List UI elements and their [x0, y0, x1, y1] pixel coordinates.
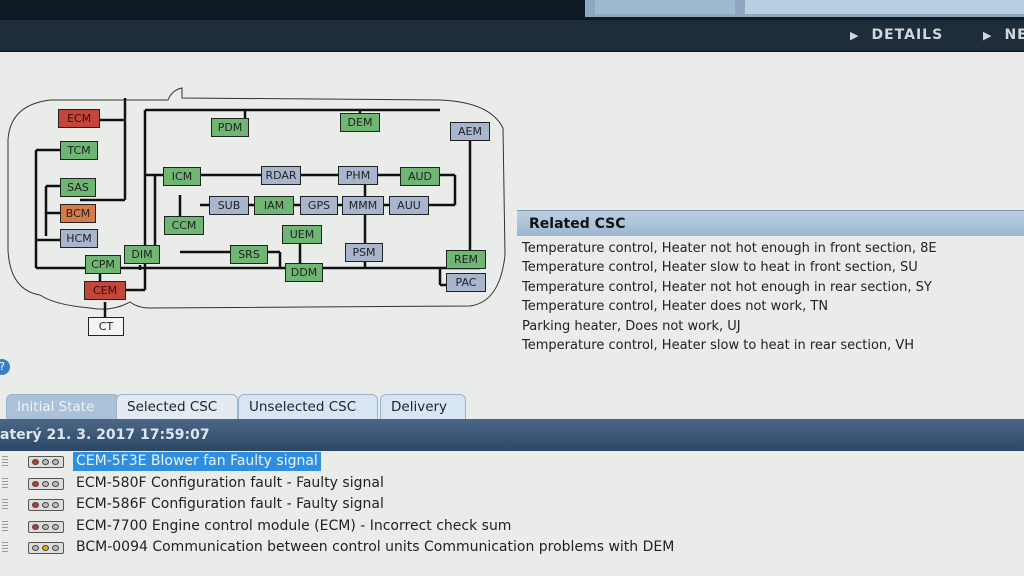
module-icm[interactable]: ICM — [163, 167, 201, 186]
module-uem[interactable]: UEM — [282, 225, 322, 244]
chevron-right-icon: ▶ — [983, 29, 993, 42]
fault-text: ECM-7700 Engine control module (ECM) - I… — [76, 517, 512, 534]
module-srs[interactable]: SRS — [230, 245, 268, 264]
tab-initial-state[interactable]: Initial State — [6, 394, 120, 419]
traffic-light-icon — [28, 499, 64, 511]
vehicle-network-diagram: ECM TCM SAS BCM HCM CPM CEM CT PDM DEM A… — [0, 80, 520, 360]
nav-details-label: DETAILS — [871, 27, 944, 43]
module-sub[interactable]: SUB — [209, 196, 249, 215]
related-csc-item[interactable]: Temperature control, Heater slow to heat… — [522, 338, 915, 354]
module-cem[interactable]: CEM — [84, 281, 126, 300]
fault-row[interactable]: BCM-0094 Communication between control u… — [0, 537, 1024, 559]
related-csc-item[interactable]: Parking heater, Does not work, UJ — [522, 318, 741, 334]
module-hcm[interactable]: HCM — [60, 229, 98, 248]
traffic-light-icon — [28, 520, 64, 533]
module-aem[interactable]: AEM — [450, 122, 490, 141]
top-header-bar — [0, 0, 1024, 20]
session-timestamp-bar: aterý 21. 3. 2017 17:59:07 — [0, 419, 1024, 451]
fault-text: ECM-580F Configuration fault - Faulty si… — [76, 474, 384, 491]
drag-handle-icon[interactable] — [2, 520, 8, 531]
module-mmm[interactable]: MMM — [342, 196, 384, 215]
fault-row[interactable]: ECM-580F Configuration fault - Faulty si… — [0, 473, 1024, 495]
session-timestamp: aterý 21. 3. 2017 17:59:07 — [0, 427, 210, 443]
module-phm[interactable]: PHM — [338, 166, 378, 185]
fault-text: BCM-0094 Communication between control u… — [76, 539, 675, 555]
module-ct[interactable]: CT — [88, 317, 124, 336]
drag-handle-icon[interactable] — [2, 456, 8, 466]
module-psm[interactable]: PSM — [345, 243, 383, 262]
fault-code-list: CEM-5F3E Blower fan Faulty signal ECM-58… — [0, 451, 1024, 559]
related-csc-list: Temperature control, Heater not hot enou… — [522, 239, 1022, 355]
tab-unselected-csc[interactable]: Unselected CSC — [238, 394, 378, 419]
nav-next-label: NE — [1004, 27, 1024, 43]
module-gps[interactable]: GPS — [300, 196, 338, 215]
module-sas[interactable]: SAS — [60, 178, 96, 197]
related-csc-item[interactable]: Temperature control, Heater does not wor… — [522, 299, 829, 315]
drag-handle-icon[interactable] — [2, 542, 8, 552]
module-pdm[interactable]: PDM — [211, 118, 249, 137]
module-ecm[interactable]: ECM — [58, 109, 100, 128]
module-ddm[interactable]: DDM — [285, 263, 323, 282]
module-dim[interactable]: DIM — [124, 245, 160, 264]
drag-handle-icon[interactable] — [2, 499, 8, 509]
fault-row[interactable]: ECM-7700 Engine control module (ECM) - I… — [0, 516, 1024, 538]
related-csc-item[interactable]: Temperature control, Heater not hot enou… — [522, 241, 937, 256]
module-cpm[interactable]: CPM — [85, 255, 121, 274]
module-rem[interactable]: REM — [446, 250, 486, 269]
top-tab-partial-1[interactable] — [595, 0, 735, 14]
chevron-right-icon: ▶ — [850, 29, 860, 42]
top-tab-partial-2[interactable] — [745, 0, 1024, 14]
module-bcm[interactable]: BCM — [60, 204, 96, 223]
module-aud[interactable]: AUD — [400, 167, 440, 186]
related-csc-item[interactable]: Temperature control, Heater not hot enou… — [522, 279, 932, 295]
fault-row[interactable]: ECM-586F Configuration fault - Faulty si… — [0, 494, 1024, 516]
related-csc-item[interactable]: Temperature control, Heater slow to heat… — [522, 260, 918, 276]
top-tab-strip — [585, 0, 1024, 17]
tab-delivery[interactable]: Delivery — [380, 394, 466, 419]
related-csc-header: Related CSC — [517, 210, 1024, 236]
module-dem[interactable]: DEM — [340, 113, 380, 132]
tab-bar: Initial State Selected CSC Unselected CS… — [0, 394, 1024, 419]
drag-handle-icon[interactable] — [2, 477, 8, 488]
navigation-bar: ▶ DETAILS ▶ NE — [0, 20, 1024, 52]
module-rdar[interactable]: RDAR — [261, 166, 301, 185]
nav-next-link[interactable]: ▶ NE — [983, 27, 1024, 43]
traffic-light-icon — [28, 542, 64, 554]
fault-text: CEM-5F3E Blower fan Faulty signal — [73, 452, 321, 471]
module-iam[interactable]: IAM — [254, 196, 294, 215]
module-tcm[interactable]: TCM — [60, 141, 98, 160]
tab-selected-csc[interactable]: Selected CSC — [116, 394, 238, 419]
traffic-light-icon — [28, 477, 64, 490]
fault-text: ECM-586F Configuration fault - Faulty si… — [76, 496, 384, 512]
module-ccm[interactable]: CCM — [164, 216, 204, 235]
fault-row[interactable]: CEM-5F3E Blower fan Faulty signal — [0, 451, 1024, 473]
module-pac[interactable]: PAC — [446, 273, 486, 292]
help-icon[interactable]: ? — [0, 359, 10, 375]
traffic-light-icon — [28, 456, 64, 468]
module-auu[interactable]: AUU — [389, 196, 429, 215]
nav-details-link[interactable]: ▶ DETAILS — [850, 27, 943, 43]
